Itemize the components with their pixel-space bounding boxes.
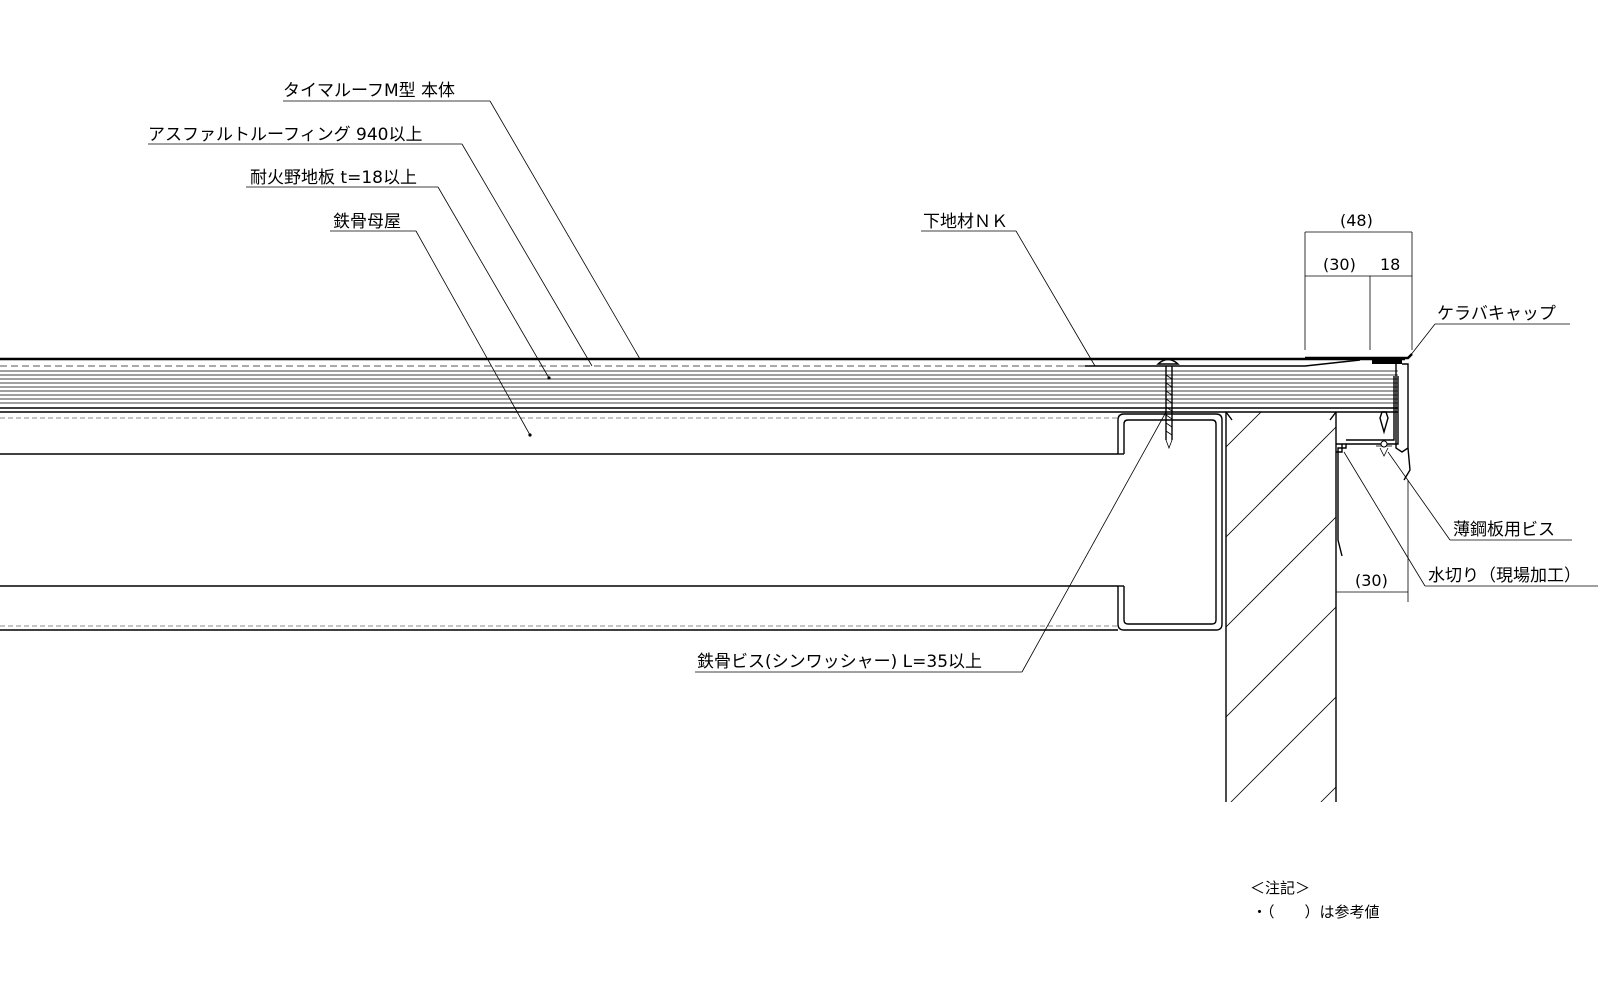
label-steel-screw: 鉄骨ビス(シンワッシャー) L=35以上 bbox=[697, 652, 982, 672]
label-base-material-nk: 下地材ＮＫ bbox=[923, 212, 1008, 232]
dim-30-top: (30) bbox=[1323, 255, 1356, 274]
dimension-lines bbox=[1304, 231, 1413, 602]
label-asphalt-roofing: アスファルトルーフィング 940以上 bbox=[148, 125, 423, 145]
label-fire-board: 耐火野地板 t=18以上 bbox=[250, 168, 417, 188]
dim-30-bottom: (30) bbox=[1355, 571, 1388, 590]
steel-purlin bbox=[0, 413, 1223, 631]
wall-section bbox=[1225, 411, 1337, 802]
label-kerabacap: ケラバキャップ bbox=[1437, 304, 1556, 324]
label-steel-purlin: 鉄骨母屋 bbox=[333, 212, 401, 232]
note-line-1: ・（ ）は参考値 bbox=[1252, 903, 1380, 921]
dim-18: 18 bbox=[1380, 255, 1400, 274]
kerabacap-assembly bbox=[1085, 353, 1413, 557]
leader-lines bbox=[148, 100, 1598, 673]
label-thin-steel-screw: 薄鋼板用ビス bbox=[1453, 520, 1555, 540]
label-roof-body: タイマルーフM型 本体 bbox=[283, 81, 455, 101]
roof-layers bbox=[0, 357, 1405, 419]
fire-board-stripes bbox=[0, 370, 1398, 413]
dim-48: (48) bbox=[1340, 211, 1373, 230]
text-labels: タイマルーフM型 本体 アスファルトルーフィング 940以上 耐火野地板 t=1… bbox=[148, 81, 1581, 921]
steel-screw bbox=[1154, 358, 1182, 450]
note-title: ＜注記＞ bbox=[1250, 879, 1310, 897]
label-mizukiri: 水切り（現場加工） bbox=[1428, 566, 1581, 586]
